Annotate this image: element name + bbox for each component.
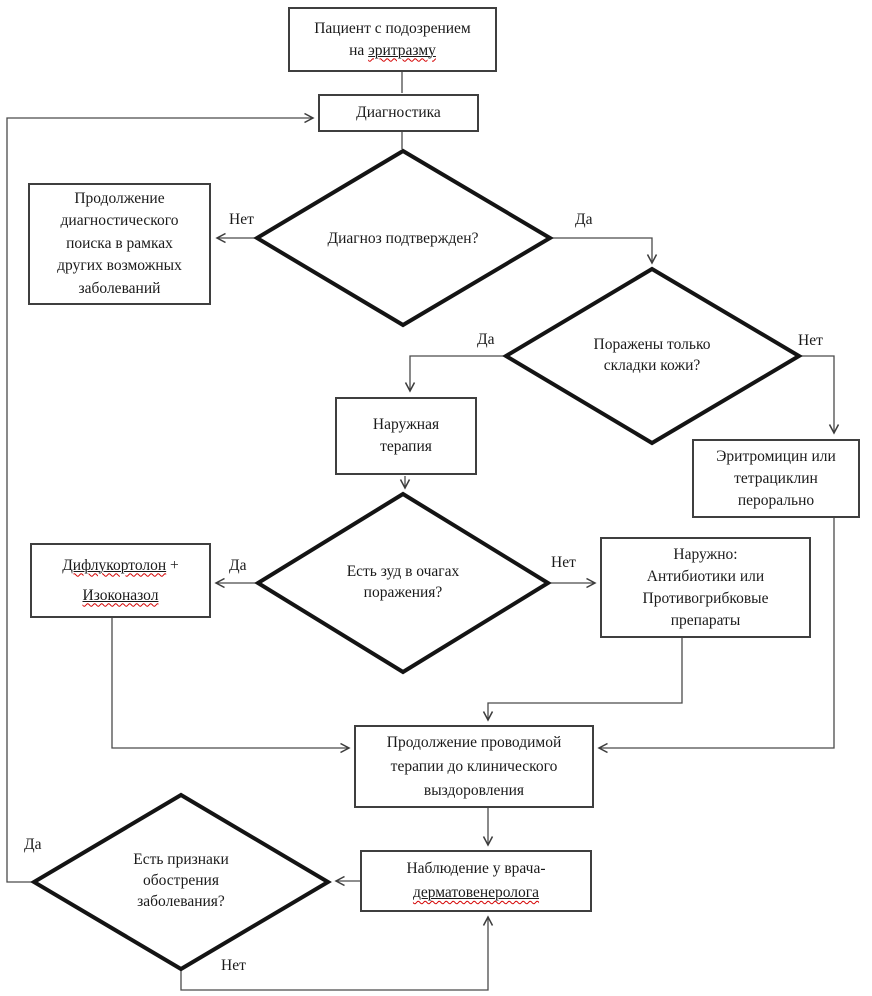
decision-relapse-label: Есть признаки обострения заболевания? bbox=[133, 851, 229, 910]
node-text-line: Продолжение bbox=[74, 189, 165, 207]
node-topical-antibiotics-antifungals: Наружно: Антибиотики или Противогрибковы… bbox=[600, 537, 811, 638]
decision-itch-label: Есть зуд в очагах поражения? bbox=[346, 563, 460, 601]
node-text-line: Антибиотики или bbox=[646, 567, 765, 585]
edge-label-folds-yes: Да bbox=[477, 331, 495, 348]
decision-relapse-shape bbox=[30, 792, 332, 972]
edge-erythromycin-to-continue bbox=[597, 517, 835, 754]
node-text-line: Наружная bbox=[372, 416, 440, 433]
edge-confirmed-yes bbox=[550, 237, 658, 265]
decision-skin-folds-label: Поражены только складки кожи? bbox=[593, 336, 711, 374]
node-text-line: Пациент с подозрением bbox=[314, 19, 471, 37]
edge-relapse-no-loop bbox=[180, 915, 494, 991]
node-text-line: Изоконазол bbox=[62, 581, 179, 611]
edge-label-relapse-yes: Да bbox=[24, 836, 42, 853]
decision-diagnosis-confirmed-shape bbox=[253, 148, 554, 328]
edge-folds-yes bbox=[404, 355, 506, 393]
node-text-line: поиска в рамках bbox=[66, 234, 173, 252]
node-text-line: Дифлукортолон + bbox=[62, 556, 179, 574]
node-diagnostics: Диагностика bbox=[318, 94, 479, 132]
node-patient-suspected: Пациент с подозрением на эритразму bbox=[288, 7, 497, 72]
node-text-line: Эритромицин или bbox=[716, 447, 836, 465]
node-topical-therapy: Наружная терапия bbox=[335, 397, 477, 475]
node-diflucortolone-isoconazole: Дифлукортолон + Изоконазол bbox=[30, 543, 211, 618]
decision-skin-folds-shape bbox=[502, 266, 803, 446]
node-text-line: заболеваний bbox=[78, 279, 161, 297]
misspelled-word: Дифлукортолон bbox=[62, 556, 167, 574]
node-dermatologist-observation: Наблюдение у врача- дерматовенеролога bbox=[360, 850, 592, 912]
node-text-line: выздоровления bbox=[423, 781, 525, 799]
node-text-line: на эритразму bbox=[349, 41, 436, 59]
node-text-line: Продолжение проводимой bbox=[386, 733, 562, 751]
node-erythromycin-oral: Эритромицин или тетрациклин перорально bbox=[692, 439, 860, 518]
node-text-line: дерматовенеролога bbox=[406, 881, 545, 905]
node-continue-diagnostic-search: Продолжение диагностического поиска в ра… bbox=[28, 183, 211, 305]
node-text-line: Наблюдение у врача- bbox=[406, 860, 546, 877]
misspelled-word: дерматовенеролога bbox=[412, 884, 540, 901]
node-text-line: Противогрибковые bbox=[642, 589, 769, 607]
edge-label-relapse-no: Нет bbox=[221, 957, 246, 974]
edge-folds-no bbox=[799, 355, 840, 435]
misspelled-word: Изоконазол bbox=[82, 586, 159, 604]
edge-label-folds-no: Нет bbox=[798, 332, 823, 349]
node-text-line: перорально bbox=[737, 491, 815, 509]
node-text-line: диагностического bbox=[60, 212, 179, 230]
node-text-line: терапия bbox=[380, 438, 432, 455]
decision-diagnosis-confirmed-label: Диагноз подтвержден? bbox=[327, 230, 479, 247]
node-text-line: терапии до клинического bbox=[390, 757, 558, 775]
misspelled-word: эритразму bbox=[368, 41, 436, 59]
decision-itch-shape bbox=[254, 491, 552, 675]
edge-antibiotics-to-continue bbox=[482, 638, 683, 722]
node-text-line: Диагностика bbox=[356, 104, 441, 121]
edge-diflucortolone-to-continue bbox=[111, 618, 351, 754]
edge-label-confirmed-yes: Да bbox=[575, 211, 593, 228]
node-continue-therapy: Продолжение проводимой терапии до клинич… bbox=[354, 725, 594, 808]
edge-label-itch-no: Нет bbox=[551, 554, 576, 571]
node-text-line: Наружно: bbox=[673, 545, 738, 563]
edge-label-confirmed-no: Нет bbox=[229, 211, 254, 228]
node-text-line: тетрациклин bbox=[734, 469, 818, 487]
node-text-line: других возможных bbox=[57, 257, 182, 275]
edge-label-itch-yes: Да bbox=[229, 557, 247, 574]
edge-relapse-yes-loop bbox=[6, 112, 315, 883]
node-text-line: препараты bbox=[670, 611, 741, 629]
